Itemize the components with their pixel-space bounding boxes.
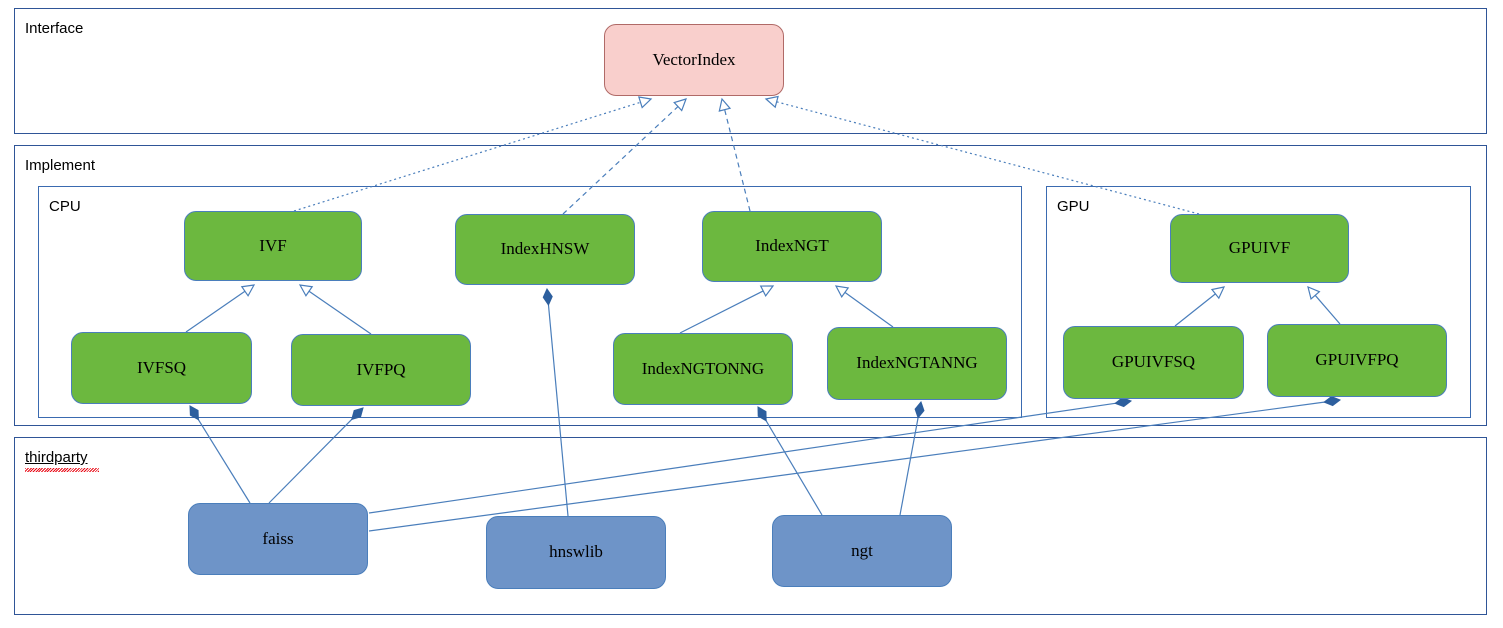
node-hnswlib[interactable]: hnswlib: [486, 516, 666, 589]
node-gpuivf[interactable]: GPUIVF: [1170, 214, 1349, 283]
node-label-indexhnsw: IndexHNSW: [500, 239, 590, 259]
node-gpuivfsq[interactable]: GPUIVFSQ: [1063, 326, 1244, 399]
node-ngt[interactable]: ngt: [772, 515, 952, 587]
node-label-ngt: ngt: [851, 540, 873, 560]
node-label-indexngt: IndexNGT: [755, 236, 829, 256]
container-label-thirdparty: thirdparty: [25, 449, 88, 466]
node-faiss[interactable]: faiss: [188, 503, 368, 575]
node-ivf[interactable]: IVF: [184, 211, 362, 281]
node-label-gpuivfpq: GPUIVFPQ: [1315, 350, 1399, 370]
node-label-hnswlib: hnswlib: [549, 542, 603, 562]
node-indexhnsw[interactable]: IndexHNSW: [455, 214, 635, 285]
container-label-implement: Implement: [25, 157, 96, 174]
node-indexngtonng[interactable]: IndexNGTONNG: [613, 333, 793, 405]
container-label-interface: Interface: [25, 20, 84, 37]
node-label-ivfsq: IVFSQ: [136, 357, 187, 377]
node-indexngt[interactable]: IndexNGT: [702, 211, 882, 282]
node-indexngtanng[interactable]: IndexNGTANNG: [827, 327, 1007, 400]
container-label-gpu: GPU: [1057, 198, 1090, 215]
container-label-cpu: CPU: [49, 198, 81, 215]
node-label-indexngtonng: IndexNGTONNG: [641, 358, 765, 378]
spellcheck-underline-thirdparty: [25, 468, 99, 472]
node-vectorindex[interactable]: VectorIndex: [604, 24, 784, 96]
node-label-indexngtanng: IndexNGTANNG: [856, 353, 978, 373]
node-label-ivfpq: IVFPQ: [356, 359, 406, 379]
node-label-ivf: IVF: [259, 235, 287, 255]
node-label-vectorindex: VectorIndex: [652, 49, 736, 69]
node-ivfsq[interactable]: IVFSQ: [71, 332, 252, 404]
node-label-gpuivfsq: GPUIVFSQ: [1111, 352, 1196, 372]
node-gpuivfpq[interactable]: GPUIVFPQ: [1267, 324, 1447, 397]
node-label-faiss: faiss: [262, 528, 294, 548]
node-label-gpuivf: GPUIVF: [1228, 238, 1291, 258]
node-ivfpq[interactable]: IVFPQ: [291, 334, 471, 406]
